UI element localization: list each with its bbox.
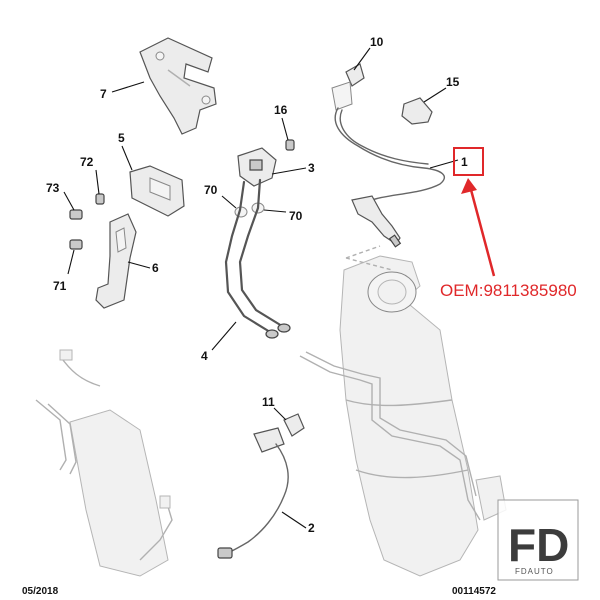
callout-71: 71 <box>53 279 67 293</box>
pipe-part-4 <box>224 178 291 339</box>
sensor-harness-part-2 <box>217 427 289 559</box>
callout-2: 2 <box>308 521 315 535</box>
diagram-reference-number: 00114572 <box>452 586 496 597</box>
callout-73: 73 <box>46 181 60 195</box>
oem-annotation: OEM:9811385980 <box>440 147 577 300</box>
leader-lines <box>63 47 459 529</box>
callout-72: 72 <box>80 155 94 169</box>
highlight-box <box>453 147 484 176</box>
diagram-date: 05/2018 <box>22 586 59 597</box>
watermark-caption: FDAUTO <box>515 567 554 576</box>
callout-1: 1 <box>461 155 468 169</box>
bolt-part-72 <box>95 193 105 205</box>
clip-part-15 <box>401 97 433 125</box>
bracket-part-6 <box>95 213 137 309</box>
watermark-logo-text: FD <box>508 519 569 571</box>
callout-3: 3 <box>308 161 315 175</box>
sensor-part-3 <box>237 147 277 187</box>
callout-10: 10 <box>370 35 384 49</box>
clip-part-10 <box>331 63 365 111</box>
callout-16: 16 <box>274 103 288 117</box>
oxygen-sensor-part-1 <box>334 107 445 248</box>
fdauto-watermark-logo: FD FDAUTO <box>497 499 579 581</box>
callout-15: 15 <box>446 75 460 89</box>
screw-part-16 <box>285 139 295 151</box>
annotation-arrowhead-icon <box>461 178 477 194</box>
callout-11: 11 <box>262 395 275 409</box>
annotation-arrow-shaft <box>468 185 496 277</box>
callout-70-left: 70 <box>204 183 218 197</box>
callout-5: 5 <box>118 131 125 145</box>
bracket-part-5 <box>129 165 185 217</box>
bolt-part-71 <box>69 239 83 250</box>
callout-labels: 1 2 3 4 5 6 7 10 11 15 16 70 70 71 72 73 <box>46 35 468 535</box>
callout-70-right: 70 <box>289 209 303 223</box>
callout-6: 6 <box>152 261 159 275</box>
bracket-part-7 <box>139 37 217 135</box>
clip-part-11 <box>283 413 305 437</box>
callout-7: 7 <box>100 87 107 101</box>
callout-4: 4 <box>201 349 208 363</box>
bolt-part-73 <box>69 209 83 220</box>
overview-thumbnail <box>35 349 173 577</box>
oem-number-label: OEM:9811385980 <box>440 281 577 300</box>
